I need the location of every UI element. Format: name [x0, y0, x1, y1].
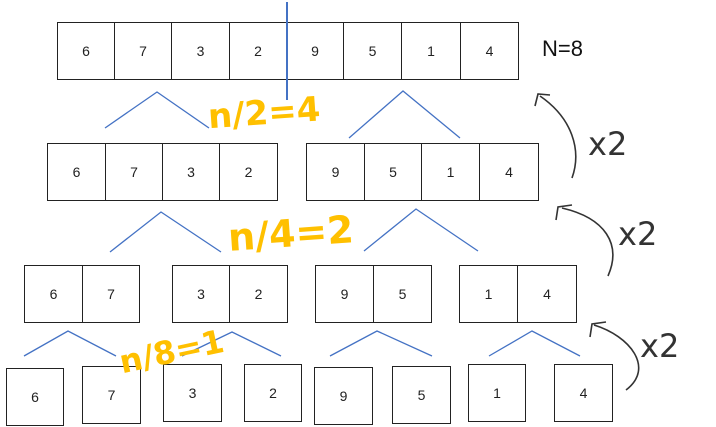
curved-arrow-icon [539, 95, 577, 179]
level3-cell: 7 [82, 366, 141, 424]
times-two-label: x2 [618, 215, 657, 253]
level2-cell: 5 [373, 265, 432, 323]
split-connector [329, 330, 433, 357]
level1-cell: 5 [364, 143, 422, 201]
split-connector [488, 330, 581, 357]
times-two-label: x2 [640, 327, 679, 365]
split-connector [104, 91, 210, 129]
arrow-head-icon [589, 321, 607, 338]
split-connector [363, 208, 479, 252]
level3-cell: 6 [6, 368, 64, 426]
top-cell: 1 [401, 22, 461, 80]
top-cell: 6 [57, 22, 115, 80]
level3-cell: 1 [468, 364, 526, 422]
arrow-head-icon [534, 93, 551, 107]
curved-arrow-icon [593, 324, 640, 391]
level3-cell: 2 [244, 364, 302, 422]
split-connector [348, 90, 461, 139]
arrow-head-icon [555, 204, 573, 221]
top-cell: 7 [114, 22, 172, 80]
top-cell: 5 [343, 22, 402, 80]
level2-cell: 9 [315, 265, 374, 323]
top-cell: 4 [460, 22, 519, 80]
level1-cell: 9 [306, 143, 365, 201]
n-label: N=8 [542, 36, 583, 61]
level3-cell: 3 [163, 364, 222, 422]
level1-cell: 1 [421, 143, 480, 201]
split-connector [23, 330, 117, 357]
level1-cell: 4 [479, 143, 539, 201]
split-connector [181, 331, 282, 357]
level2-cell: 7 [82, 265, 140, 323]
level3-cell: 4 [554, 364, 613, 422]
half-annotation: n/2=4 [207, 89, 322, 137]
level1-cell: 6 [47, 143, 106, 201]
level1-cell: 3 [162, 143, 220, 201]
level2-cell: 1 [459, 265, 518, 323]
split-connector [109, 211, 222, 253]
level2-cell: 4 [517, 265, 577, 323]
level3-cell: 9 [314, 367, 373, 425]
level2-cell: 2 [229, 265, 288, 323]
level3-cell: 5 [392, 366, 451, 424]
level1-cell: 7 [105, 143, 163, 201]
half-annotation: n/4=2 [227, 207, 355, 260]
curved-arrow-icon [561, 207, 614, 277]
level2-cell: 6 [24, 265, 83, 323]
half-annotation: n/8=1 [116, 322, 227, 381]
times-two-label: x2 [588, 125, 627, 163]
level1-cell: 2 [219, 143, 278, 201]
